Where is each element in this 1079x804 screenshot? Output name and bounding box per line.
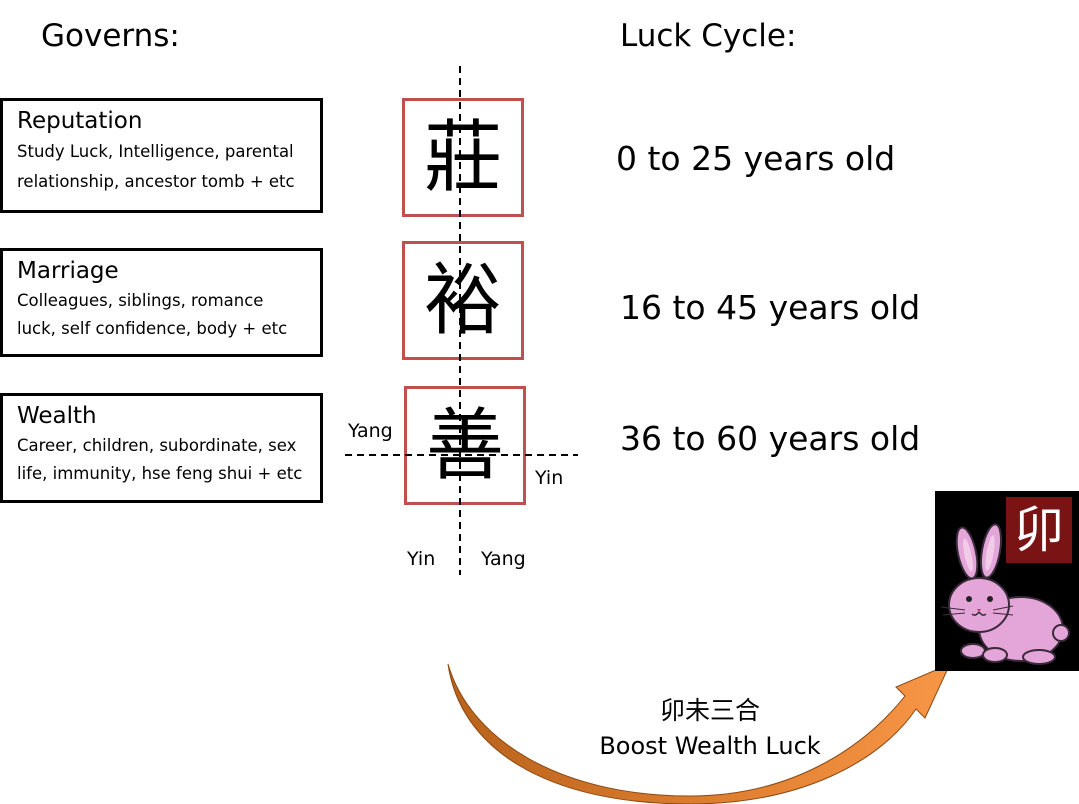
- reputation-title: Reputation: [17, 108, 143, 134]
- yang-label-bottom: Yang: [481, 548, 526, 570]
- wealth-line-2: life, immunity, hse feng shui + etc: [17, 464, 303, 483]
- marriage-box: Marriage Colleagues, siblings, romance l…: [0, 248, 323, 357]
- marriage-line-1: Colleagues, siblings, romance: [17, 291, 264, 310]
- wealth-title: Wealth: [17, 403, 97, 429]
- yin-label-right: Yin: [535, 467, 564, 489]
- marriage-line-2: luck, self confidence, body + etc: [17, 319, 288, 338]
- wealth-line-1: Career, children, subordinate, sex: [17, 436, 297, 455]
- marriage-title: Marriage: [17, 258, 119, 284]
- reputation-box: Reputation Study Luck, Intelligence, par…: [0, 98, 323, 213]
- char-box-zhuang: 莊: [402, 98, 524, 217]
- wealth-box: Wealth Career, children, subordinate, se…: [0, 393, 323, 503]
- yin-label-bottom: Yin: [407, 548, 436, 570]
- luck-cycle-heading: Luck Cycle:: [620, 18, 797, 54]
- reputation-line-1: Study Luck, Intelligence, parental: [17, 142, 294, 161]
- char-zhuang: 莊: [423, 112, 502, 203]
- reputation-line-2: relationship, ancestor tomb + etc: [17, 172, 295, 191]
- boost-chinese: 卯未三合: [659, 696, 760, 725]
- boost-english: Boost Wealth Luck: [599, 732, 821, 760]
- char-shan: 善: [425, 400, 504, 491]
- rabbit-seal: 卯: [1006, 497, 1072, 563]
- boost-arrow: [447, 663, 951, 804]
- char-box-yu: 裕: [402, 241, 524, 360]
- governs-heading: Governs:: [41, 18, 180, 54]
- char-box-shan: 善: [404, 386, 526, 505]
- luck-cycle-reputation: 0 to 25 years old: [616, 139, 896, 178]
- rabbit-icon: [940, 523, 1070, 665]
- yang-label-left: Yang: [348, 420, 393, 442]
- luck-cycle-wealth: 36 to 60 years old: [620, 419, 921, 458]
- char-yu: 裕: [423, 255, 502, 346]
- luck-cycle-marriage: 16 to 45 years old: [620, 288, 921, 327]
